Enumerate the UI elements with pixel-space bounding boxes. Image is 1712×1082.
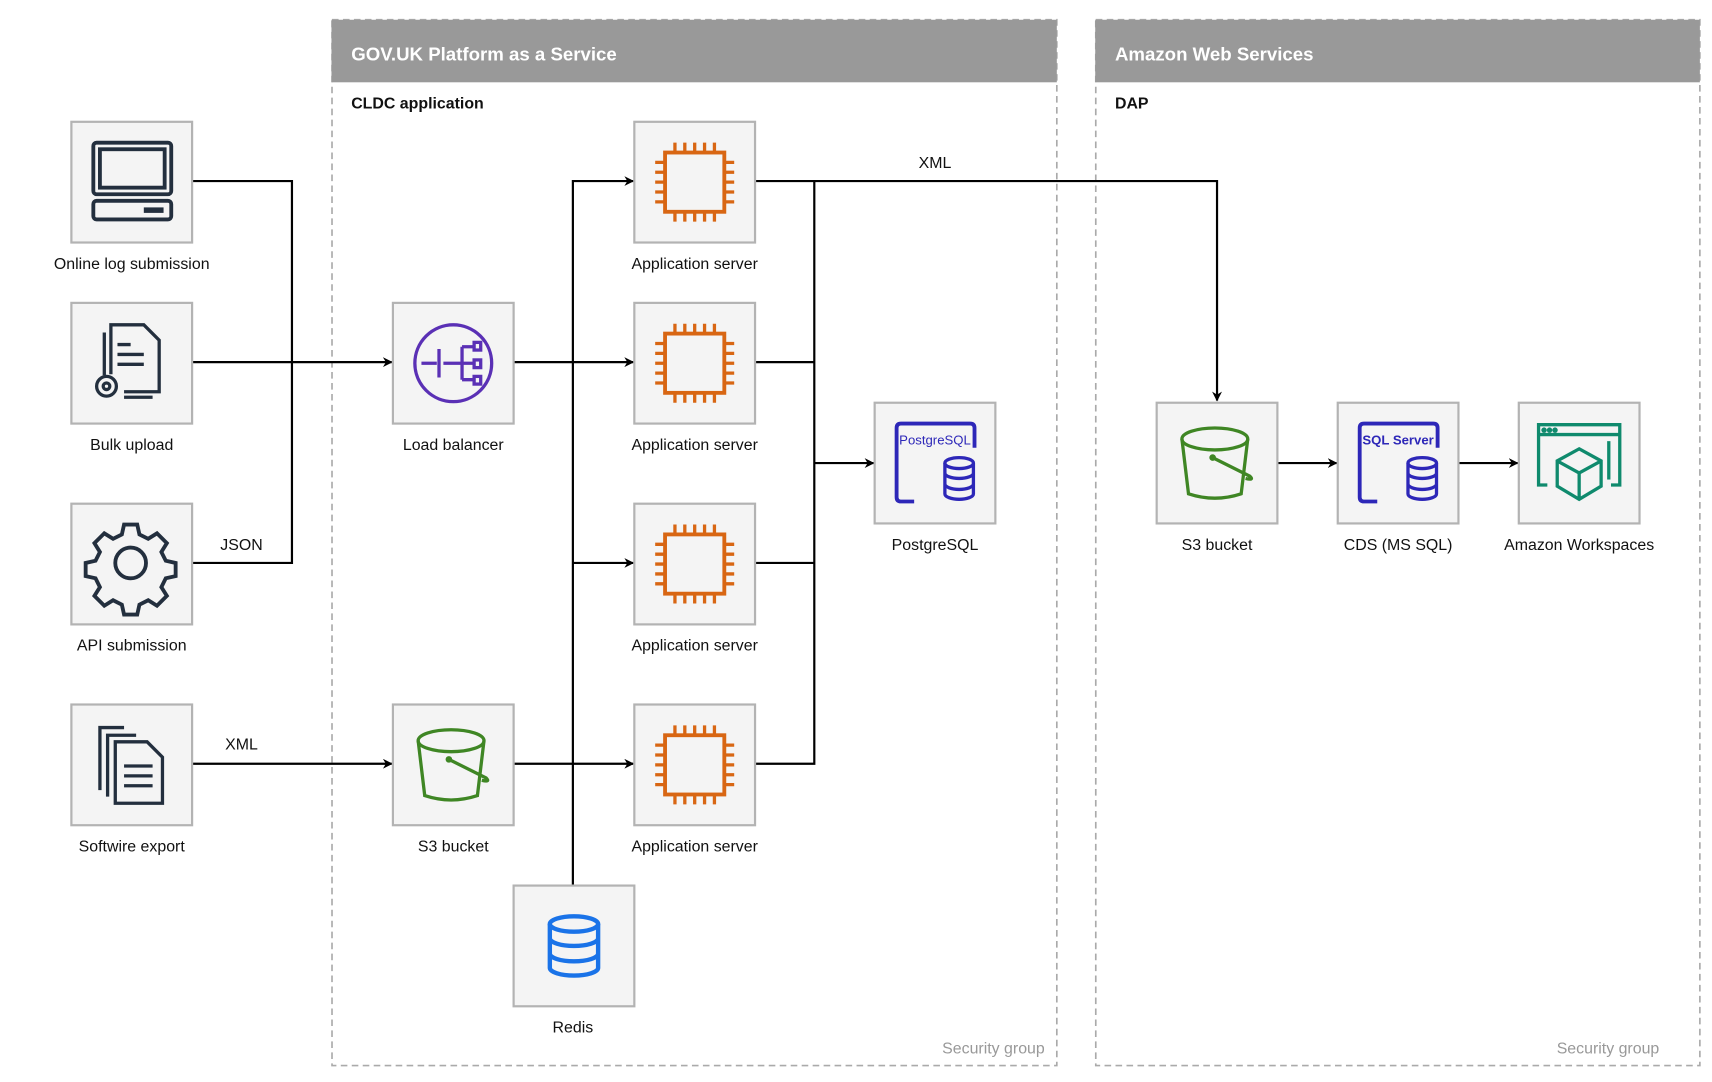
container-header — [331, 19, 1057, 83]
node-s3-bucket-dap[interactable]: S3 bucket — [1155, 401, 1279, 554]
node-online-log-submission[interactable]: Online log submission — [54, 120, 210, 273]
node-application-server[interactable]: Application server — [631, 502, 759, 655]
node-application-server[interactable]: Application server — [631, 301, 759, 454]
node-label: S3 bucket — [1182, 537, 1253, 554]
container-title: Amazon Web Services — [1115, 43, 1314, 64]
node-amazon-workspaces[interactable]: Amazon Workspaces — [1504, 401, 1654, 554]
connector-to-dap-s3 — [814, 179, 1222, 402]
node-bulk-upload[interactable]: Bulk upload — [70, 301, 194, 454]
security-group-label: Security group — [942, 1040, 1045, 1057]
node-label: Amazon Workspaces — [1504, 537, 1654, 554]
container-title: GOV.UK Platform as a Service — [351, 43, 617, 64]
postgresql-icon: PostgreSQL — [894, 421, 977, 504]
svg-text:PostgreSQL: PostgreSQL — [899, 432, 971, 447]
svg-text:SQL Server: SQL Server — [1362, 432, 1433, 447]
node-label: API submission — [77, 638, 187, 655]
container-subtitle: DAP — [1115, 96, 1149, 113]
node-label: Redis — [553, 1020, 594, 1037]
database-icon — [547, 914, 601, 978]
edge-label-xml: XML — [225, 736, 258, 753]
workspaces-icon — [1536, 423, 1622, 502]
connector-redis-to-app — [571, 176, 635, 885]
node-label: Application server — [631, 839, 758, 856]
node-label: Softwire export — [79, 839, 186, 856]
node-label: Load balancer — [403, 437, 505, 454]
sql-server-icon: SQL Server — [1357, 421, 1440, 504]
node-s3-bucket[interactable]: S3 bucket — [391, 703, 515, 856]
node-label: Online log submission — [54, 256, 210, 273]
node-cds-ms-sql[interactable]: SQL Server CDS (MS SQL) — [1336, 401, 1460, 554]
documents-icon — [98, 725, 165, 805]
container-govuk-paas: GOV.UK Platform as a Service CLDC applic… — [331, 18, 1058, 1067]
node-application-server[interactable]: Application server — [631, 120, 759, 273]
gear-icon — [83, 522, 178, 617]
node-label: Application server — [631, 437, 758, 454]
node-load-balancer[interactable]: Load balancer — [391, 301, 515, 454]
node-redis[interactable]: Redis — [512, 884, 636, 1037]
connectors: JSON XML XML — [192, 155, 1519, 885]
connector-sources-merge — [192, 179, 294, 565]
document-gear-icon — [94, 323, 161, 399]
node-postgresql[interactable]: PostgreSQL PostgreSQL — [873, 401, 997, 554]
container-aws: Amazon Web Services DAP Security group — [1094, 18, 1701, 1067]
container-subtitle: CLDC application — [351, 96, 484, 113]
node-label: CDS (MS SQL) — [1344, 537, 1453, 554]
load-balancer-icon — [413, 323, 494, 404]
edge-label-xml: XML — [919, 155, 952, 172]
computer-icon — [91, 140, 174, 222]
container-header — [1095, 19, 1700, 83]
node-label: Bulk upload — [90, 437, 173, 454]
node-label: Application server — [631, 638, 758, 655]
edge-label-json: JSON — [220, 537, 262, 554]
node-api-submission[interactable]: API submission — [70, 502, 194, 655]
node-softwire-export[interactable]: Softwire export — [70, 703, 194, 856]
node-label: S3 bucket — [418, 839, 489, 856]
node-label: PostgreSQL — [892, 537, 979, 554]
node-label: Application server — [631, 256, 758, 273]
node-application-server[interactable]: Application server — [631, 703, 759, 856]
connector-apps-merge — [755, 179, 816, 765]
security-group-label: Security group — [1557, 1040, 1660, 1057]
